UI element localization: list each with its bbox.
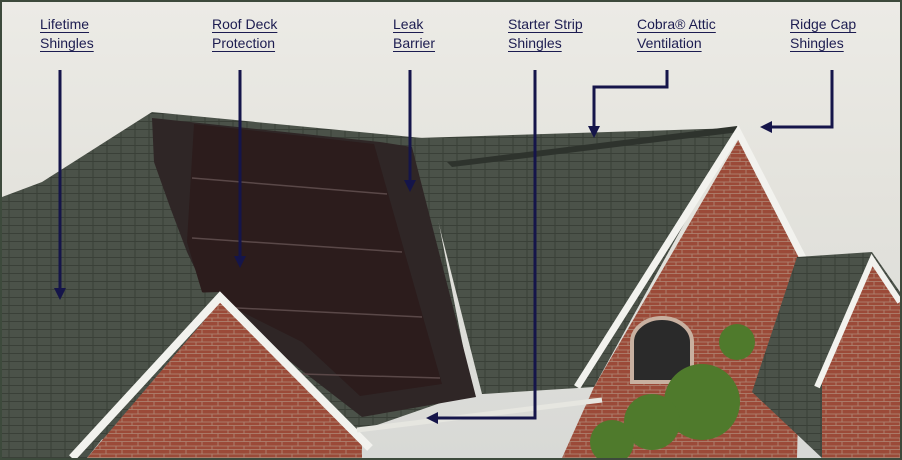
lower-brick-gable: [87, 302, 362, 458]
roof-deck-protection-layer: [187, 124, 442, 396]
label-line[interactable]: Shingles: [790, 35, 844, 51]
label-line[interactable]: Barrier: [393, 35, 436, 51]
arched-window: [630, 316, 694, 384]
label-line[interactable]: Shingles: [508, 35, 562, 51]
label-line[interactable]: Ventilation: [637, 35, 702, 51]
right-gable-roof: [417, 128, 737, 394]
lower-left-roof: [2, 292, 220, 458]
label-line[interactable]: Cobra® Attic: [637, 16, 716, 32]
label-line[interactable]: Roof Deck: [212, 16, 278, 32]
ridge-vent: [447, 126, 740, 167]
tree: [590, 324, 755, 458]
arrow-ridge-cap: [770, 70, 834, 129]
label-line[interactable]: Leak: [393, 16, 424, 32]
callout-arrows: [58, 70, 834, 420]
side-brick-gable: [822, 264, 900, 458]
arrow-cobra-ventilation: [592, 70, 669, 130]
brick-gable: [562, 137, 802, 458]
label-line[interactable]: Starter Strip: [508, 16, 583, 32]
label-line[interactable]: Protection: [212, 35, 276, 51]
label-line[interactable]: Ridge Cap: [790, 16, 857, 32]
label-line[interactable]: Lifetime: [40, 16, 90, 32]
label-line[interactable]: Shingles: [40, 35, 94, 51]
arrow-starter-strip: [434, 70, 537, 420]
